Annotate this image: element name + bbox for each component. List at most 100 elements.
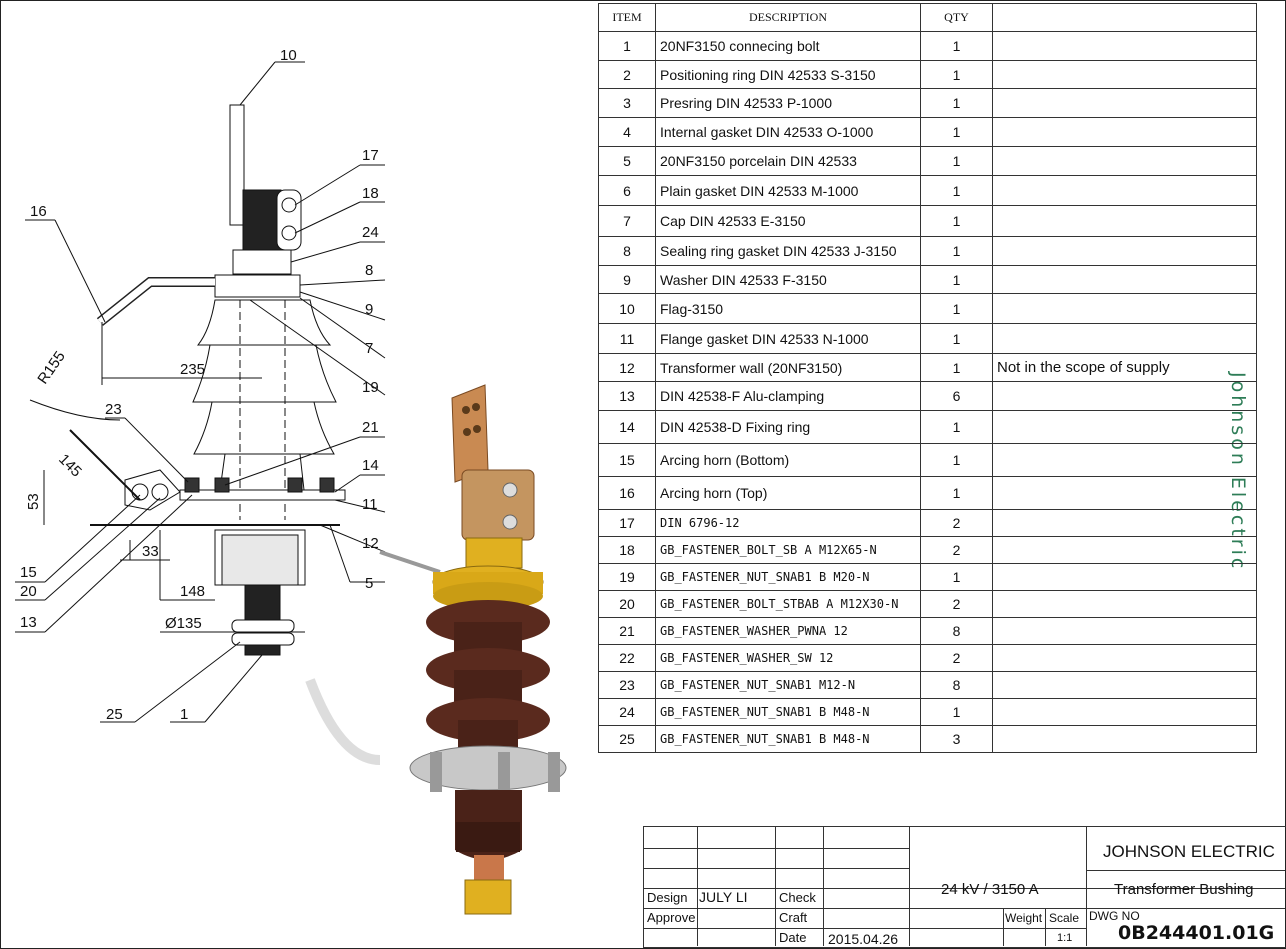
balloon-9: 9 <box>365 301 373 318</box>
bom-description-cell: GB_FASTENER_NUT_SNAB1 B M20-N <box>655 563 921 591</box>
bom-qty-cell: 8 <box>920 671 993 699</box>
dim-53: 53 <box>25 493 42 510</box>
bom-qty-cell: 2 <box>920 644 993 672</box>
bushing-section-drawing: 10 17 18 24 8 9 7 19 16 23 21 14 11 12 5… <box>15 47 386 723</box>
dwg-no: 0B244401.01G <box>1118 922 1275 944</box>
balloon-15: 15 <box>20 564 37 581</box>
bom-description-cell: GB_FASTENER_WASHER_SW 12 <box>655 644 921 672</box>
bom-item-cell: 14 <box>598 410 656 444</box>
bom-description-cell: Cap DIN 42533 E-3150 <box>655 205 921 237</box>
bom-description-cell: Arcing horn (Bottom) <box>655 443 921 477</box>
bom-remark-cell <box>992 725 1257 753</box>
bom-item-cell: 22 <box>598 644 656 672</box>
bom-qty-cell: 1 <box>920 205 993 237</box>
bom-remark-cell <box>992 698 1257 726</box>
bom-remark-cell <box>992 323 1257 354</box>
header-item: ITEM <box>598 3 656 32</box>
bushing-3d-render <box>305 384 567 915</box>
bom-header-row: ITEM DESCRIPTION QTY <box>598 3 1257 32</box>
balloon-21: 21 <box>362 419 379 436</box>
bom-remark-cell <box>992 381 1257 411</box>
balloon-23: 23 <box>105 401 122 418</box>
bom-description-cell: GB_FASTENER_BOLT_STBAB A M12X30-N <box>655 590 921 618</box>
design-label: Design <box>647 890 688 905</box>
bom-qty-cell: 1 <box>920 698 993 726</box>
bom-qty-cell: 2 <box>920 536 993 564</box>
bom-remark-cell <box>992 590 1257 618</box>
designer-name: JULY LI <box>699 889 748 905</box>
bom-item-cell: 17 <box>598 509 656 537</box>
balloon-13: 13 <box>20 614 37 631</box>
bom-qty-cell: 1 <box>920 563 993 591</box>
bom-remark-cell <box>992 146 1257 176</box>
balloon-18: 18 <box>362 185 379 202</box>
bom-qty-cell: 2 <box>920 509 993 537</box>
balloon-11: 11 <box>362 496 378 513</box>
bom-qty-cell: 1 <box>920 236 993 266</box>
bom-qty-cell: 8 <box>920 617 993 645</box>
craft-label: Craft <box>779 910 808 925</box>
header-qty: QTY <box>920 3 993 32</box>
bom-item-cell: 16 <box>598 476 656 510</box>
balloon-14: 14 <box>362 457 379 474</box>
bom-item-cell: 2 <box>598 60 656 89</box>
bom-qty-cell: 1 <box>920 476 993 510</box>
bom-description-cell: GB_FASTENER_NUT_SNAB1 B M48-N <box>655 698 921 726</box>
bom-remark-cell <box>992 563 1257 591</box>
bom-qty-cell: 1 <box>920 60 993 89</box>
bom-qty-cell: 1 <box>920 293 993 324</box>
balloon-16: 16 <box>30 203 47 220</box>
bom-description-cell: Arcing horn (Top) <box>655 476 921 510</box>
bom-qty-cell: 1 <box>920 265 993 294</box>
approve-label: Approve <box>647 910 696 925</box>
rating: 24 kV / 3150 A <box>941 881 1039 898</box>
bom-description-cell: GB_FASTENER_NUT_SNAB1 M12-N <box>655 671 921 699</box>
bom-item-cell: 7 <box>598 205 656 237</box>
bom-description-cell: Washer DIN 42533 F-3150 <box>655 265 921 294</box>
bom-qty-cell: 3 <box>920 725 993 753</box>
bom-remark-cell <box>992 476 1257 510</box>
bom-description-cell: Sealing ring gasket DIN 42533 J-3150 <box>655 236 921 266</box>
bom-qty-cell: 1 <box>920 117 993 147</box>
bom-description-cell: Flag-3150 <box>655 293 921 324</box>
bom-item-cell: 20 <box>598 590 656 618</box>
bom-qty-cell: 1 <box>920 443 993 477</box>
bom-item-cell: 6 <box>598 175 656 206</box>
balloon-10: 10 <box>280 47 297 64</box>
balloon-1: 1 <box>180 706 188 723</box>
bom-remark-cell <box>992 410 1257 444</box>
bom-description-cell: GB_FASTENER_WASHER_PWNA 12 <box>655 617 921 645</box>
balloon-24: 24 <box>362 224 379 241</box>
bom-item-cell: 23 <box>598 671 656 699</box>
bom-item-cell: 1 <box>598 31 656 61</box>
bom-remark-cell <box>992 265 1257 294</box>
balloon-5: 5 <box>365 575 373 592</box>
bom-item-cell: 4 <box>598 117 656 147</box>
bom-description-cell: Plain gasket DIN 42533 M-1000 <box>655 175 921 206</box>
bom-item-cell: 11 <box>598 323 656 354</box>
bom-description-cell: Presring DIN 42533 P-1000 <box>655 88 921 118</box>
dim-135: Ø135 <box>165 615 202 632</box>
bom-remark-cell <box>992 60 1257 89</box>
bom-item-cell: 5 <box>598 146 656 176</box>
bom-description-cell: 20NF3150 porcelain DIN 42533 <box>655 146 921 176</box>
check-label: Check <box>779 890 816 905</box>
header-description: DESCRIPTION <box>655 3 921 32</box>
bom-description-cell: GB_FASTENER_BOLT_SB A M12X65-N <box>655 536 921 564</box>
bom-item-cell: 10 <box>598 293 656 324</box>
drawing-date: 2015.04.26 <box>828 931 899 947</box>
bom-qty-cell: 1 <box>920 146 993 176</box>
bom-description-cell: DIN 42538-D Fixing ring <box>655 410 921 444</box>
